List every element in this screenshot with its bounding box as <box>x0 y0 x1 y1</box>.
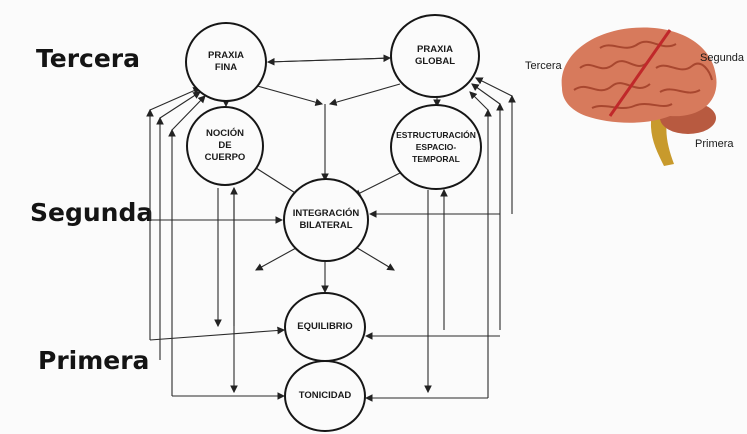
brain-label-third: Tercera <box>525 60 562 72</box>
level-label-second: Segunda <box>30 198 154 227</box>
node-integracion-line1: INTEGRACIÓN <box>292 208 360 219</box>
level-label-third: Tercera <box>36 44 140 73</box>
node-tonicidad-label: TONICIDAD <box>298 390 352 401</box>
node-tonicidad: TONICIDAD <box>284 360 366 432</box>
node-estructuracion-line3: TEMPORAL <box>412 154 460 164</box>
brain-stem <box>650 114 674 166</box>
node-estructuracion: ESTRUCTURACIÓN ESPACIO- TEMPORAL <box>390 104 482 190</box>
node-equilibrio: EQUILIBRIO <box>284 292 366 362</box>
node-praxia-global-line2: GLOBAL <box>414 56 456 67</box>
node-praxia-fina-line1: PRAXIA <box>208 50 244 61</box>
node-nocion-line1: NOCIÓN <box>206 128 244 139</box>
brain-divider-line <box>608 29 672 117</box>
node-estructuracion-line2: ESPACIO- <box>415 142 457 152</box>
node-equilibrio-label: EQUILIBRIO <box>297 321 353 332</box>
level-label-first: Primera <box>38 346 150 375</box>
node-integracion-line2: BILATERAL <box>299 220 353 231</box>
node-praxia-global-line1: PRAXIA <box>417 44 453 55</box>
brain-label-second: Segunda <box>700 52 745 64</box>
brain-label-first: Primera <box>695 138 734 150</box>
node-praxia-fina-line2: FINA <box>214 62 238 73</box>
node-nocion-line3: CUERPO <box>204 152 246 163</box>
node-nocion-line2: DE <box>218 140 232 151</box>
brain-illustration <box>561 27 717 166</box>
brain-gyri <box>573 40 713 109</box>
node-estructuracion-line1: ESTRUCTURACIÓN <box>396 130 476 140</box>
